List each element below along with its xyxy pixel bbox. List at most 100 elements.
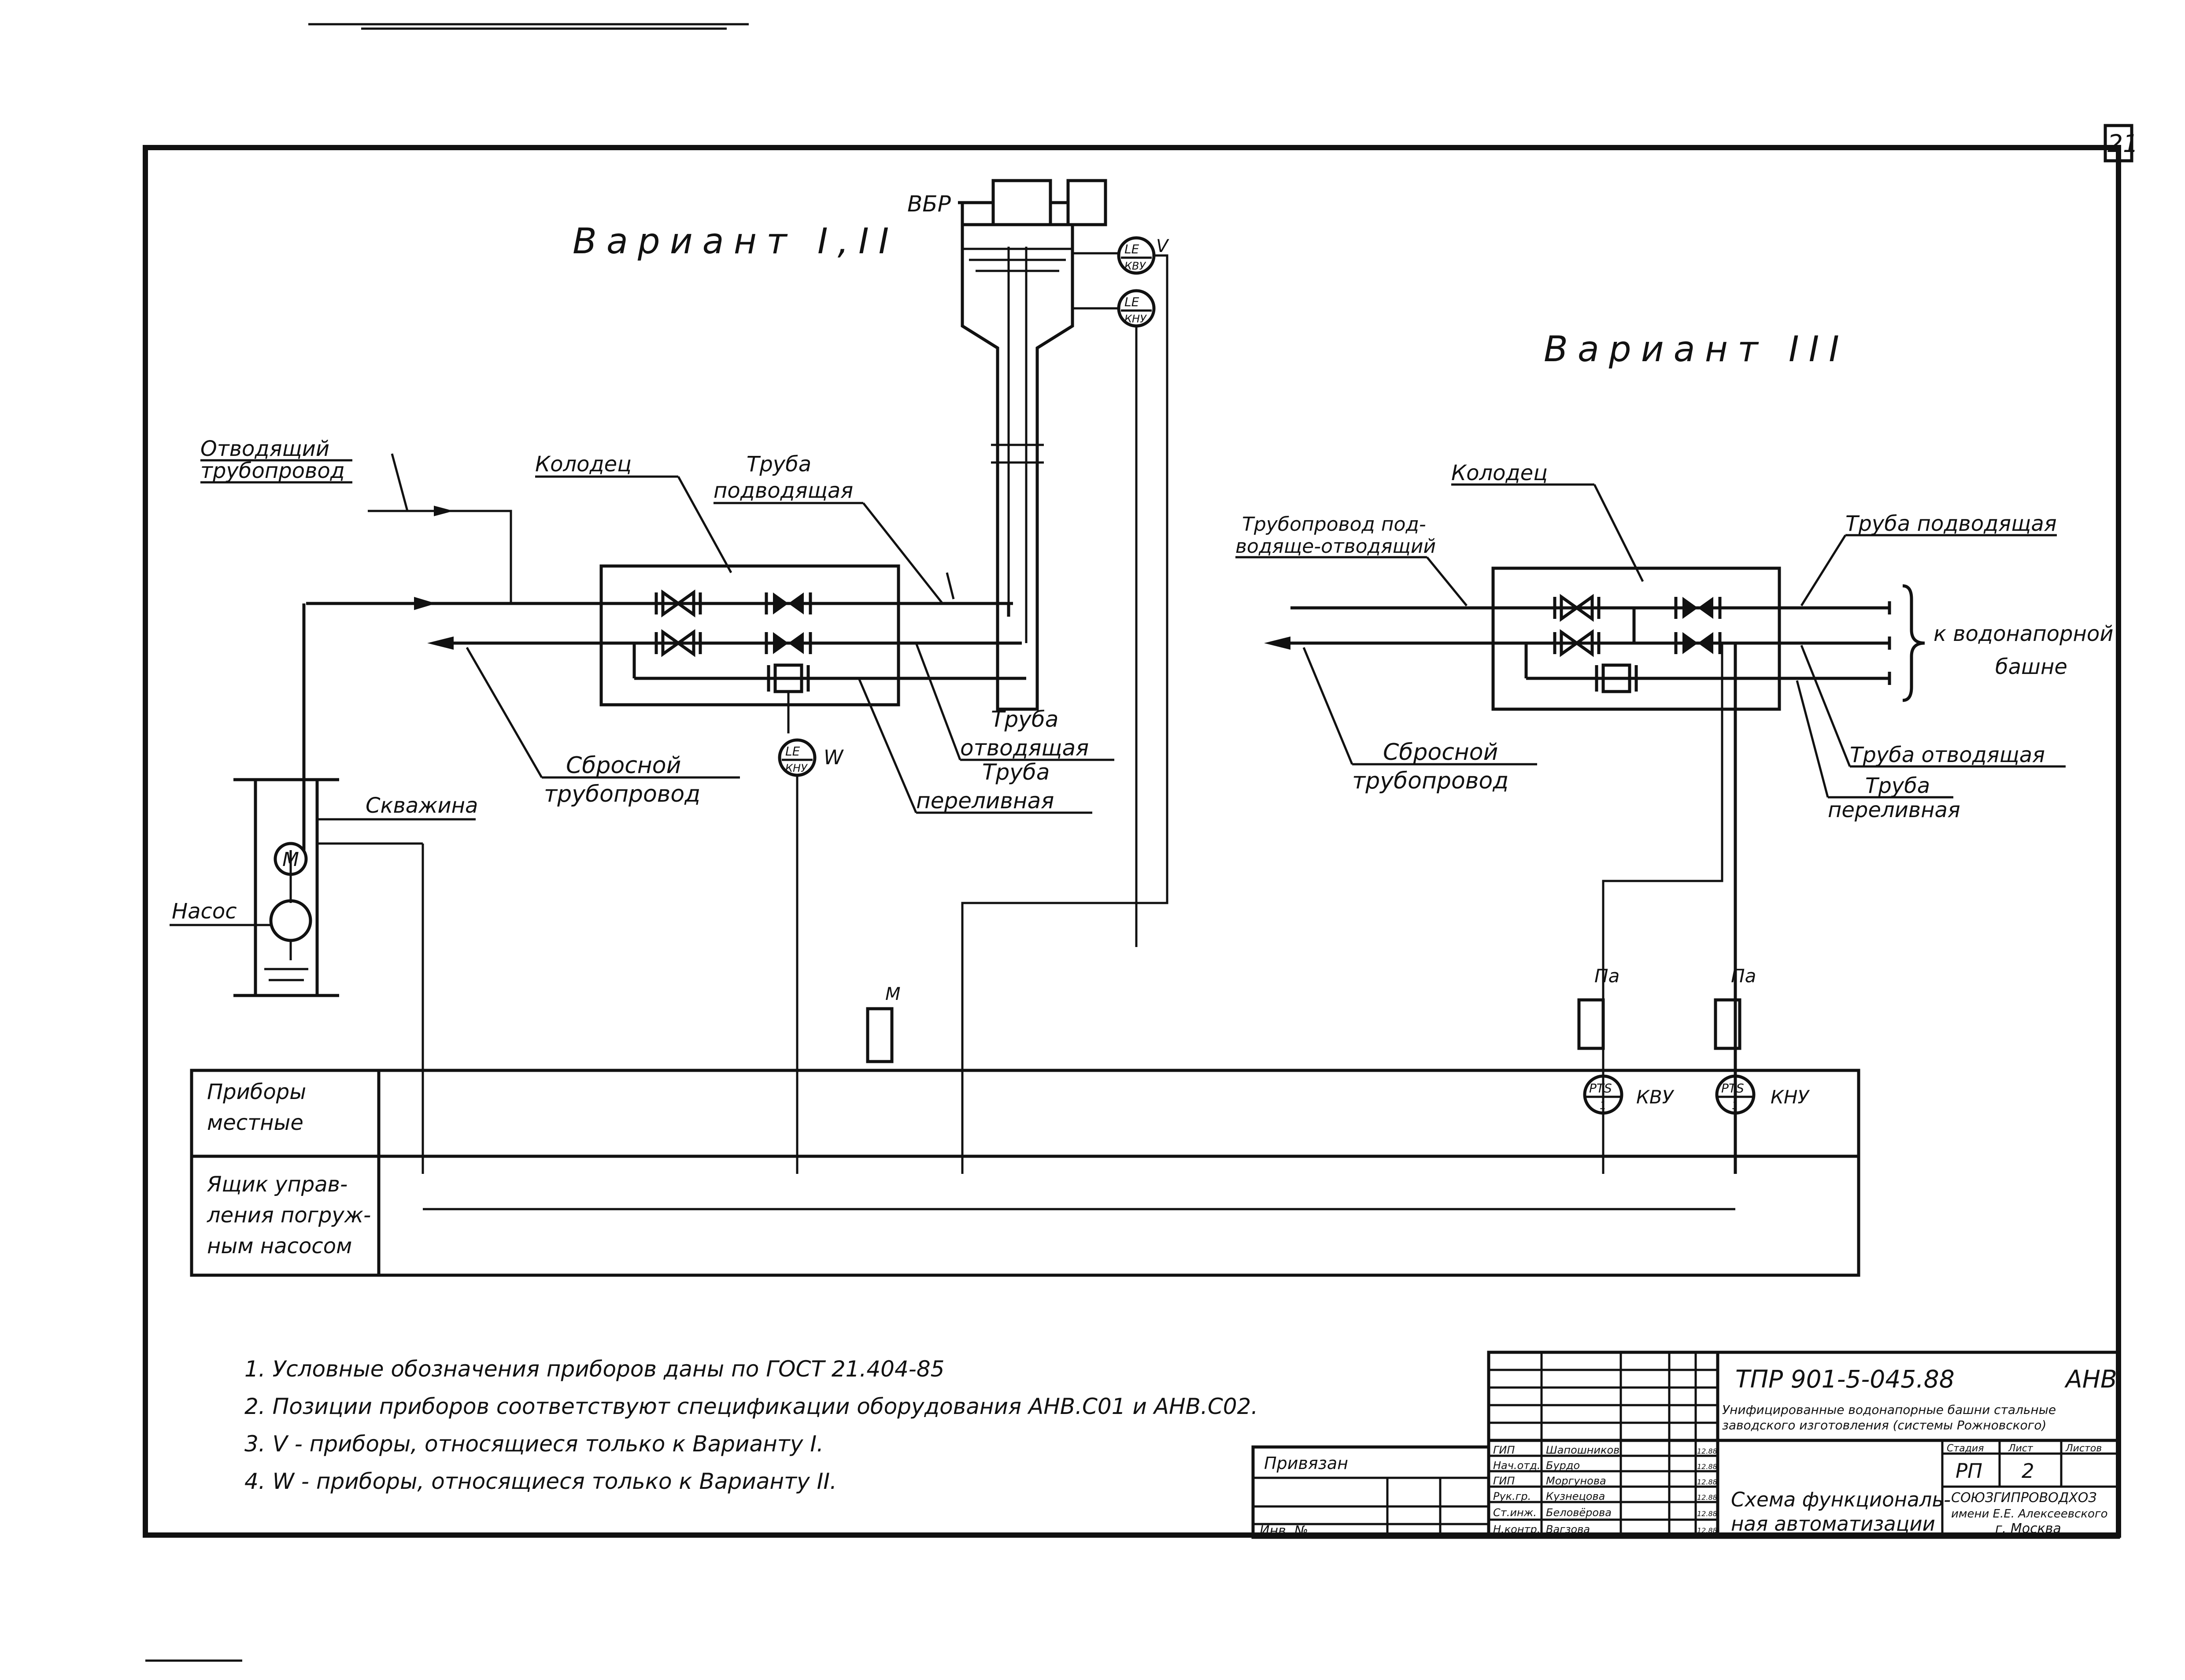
note-1: 1. Условные обозначения приборов даны по… bbox=[244, 1356, 944, 1382]
project-number: ТПР 901-5-045.88 bbox=[1735, 1365, 1955, 1393]
title-block bbox=[1251, 1351, 2120, 1539]
supply-outlet-pipeline-label-2: водяще-отводящий bbox=[1235, 535, 1436, 558]
note-4: 4. W - приборы, относящиеся только к Вар… bbox=[244, 1469, 837, 1494]
name-6: Вагзова bbox=[1546, 1523, 1590, 1536]
role-4: Рук.гр. bbox=[1493, 1490, 1531, 1502]
discharge-pipeline-2-label-1: Сбросной bbox=[1383, 739, 1498, 766]
table-row2-label-3: ным насосом bbox=[207, 1234, 352, 1258]
borehole-label: Скважина bbox=[366, 793, 478, 818]
signal-pa-2-label: Па bbox=[1731, 965, 1756, 987]
organization-3: г. Москва bbox=[1995, 1521, 2061, 1536]
sheets-header: Листов bbox=[2065, 1443, 2102, 1454]
level-sensor-kvu-code: LE bbox=[1124, 242, 1139, 256]
water-tower-tank bbox=[961, 223, 1074, 711]
signal-pa-1-label: Па bbox=[1594, 965, 1619, 987]
signal-m-label: M bbox=[885, 984, 901, 1004]
table-row2-label-1: Ящик управ- bbox=[207, 1172, 348, 1197]
pressure-switch-kvu-index: 1 bbox=[1600, 1099, 1606, 1112]
valves-chamber-2 bbox=[1553, 594, 1722, 657]
overflow-pipe-2-label-1: Труба bbox=[1865, 773, 1930, 798]
name-4: Кузнецова bbox=[1546, 1490, 1605, 1502]
privyazan-label: Привязан bbox=[1264, 1454, 1348, 1473]
date-1: 12.88 bbox=[1697, 1447, 1717, 1455]
supply-outlet-pipeline-label-1: Трубопровод под- bbox=[1242, 513, 1426, 536]
motor-symbol bbox=[274, 842, 308, 876]
well-chamber-1 bbox=[599, 564, 900, 707]
level-sensor-knu-code: LE bbox=[1124, 295, 1139, 309]
supply-pipe-1-label-1: Труба bbox=[747, 452, 811, 477]
flow-meter-2 bbox=[1601, 663, 1631, 693]
supply-pipe-1-label-2: подводящая bbox=[714, 478, 853, 503]
vbr-device-2 bbox=[1066, 179, 1107, 226]
variant-1-2-title: Вариант I,II bbox=[573, 221, 898, 262]
organization-2: имени Е.Е. Алексеевского bbox=[1951, 1507, 2108, 1521]
level-sensor-knu-tag: КНУ bbox=[1124, 313, 1147, 325]
outlet-pipeline-label-1: Отводящий bbox=[200, 437, 329, 461]
mark-w: W bbox=[824, 746, 844, 769]
signal-m-box bbox=[866, 1007, 894, 1063]
signal-pa-1-box bbox=[1577, 998, 1605, 1050]
name-5: Беловёрова bbox=[1546, 1506, 1612, 1519]
date-6: 12.88 bbox=[1697, 1526, 1717, 1535]
variant-3-title: Вариант III bbox=[1544, 329, 1849, 370]
pressure-switch-knu bbox=[1715, 1074, 1756, 1115]
date-2: 12.88 bbox=[1697, 1462, 1717, 1471]
valves-chamber-1 bbox=[654, 589, 812, 657]
signal-pa-2-box bbox=[1714, 998, 1741, 1050]
pressure-switch-knu-code: PTS bbox=[1721, 1081, 1744, 1095]
level-sensor-w-code: LE bbox=[785, 744, 800, 759]
project-description-2: заводского изготовления (системы Рожновс… bbox=[1722, 1418, 2046, 1432]
outlet-pipe-2-label: Труба отводящая bbox=[1850, 743, 2045, 767]
role-2: Нач.отд. bbox=[1493, 1459, 1540, 1472]
project-description-1: Унифицированные водонапорные башни сталь… bbox=[1722, 1402, 2056, 1417]
vbr-label: ВБР bbox=[907, 191, 951, 217]
name-2: Бурдо bbox=[1546, 1459, 1580, 1472]
discharge-pipeline-1-label-1: Сбросной bbox=[566, 752, 681, 779]
discharge-pipeline-2-label-2: трубопровод bbox=[1352, 768, 1508, 794]
date-4: 12.88 bbox=[1697, 1493, 1717, 1502]
sheet-number: 21 bbox=[2107, 130, 2138, 158]
outlet-pipe-1-label-1: Труба bbox=[991, 707, 1058, 732]
table-row1-label-2: местные bbox=[207, 1110, 303, 1135]
role-3: ГИП bbox=[1493, 1475, 1515, 1487]
pressure-switch-knu-index: 1 bbox=[1732, 1099, 1738, 1112]
overflow-pipe-2-label-2: переливная bbox=[1828, 798, 1960, 822]
note-2: 2. Позиции приборов соответствуют специф… bbox=[244, 1394, 1258, 1419]
name-3: Моргунова bbox=[1546, 1475, 1606, 1487]
borehole bbox=[233, 778, 339, 997]
well-chamber-2-label: Колодец bbox=[1451, 461, 1548, 485]
name-1: Шапошников bbox=[1546, 1444, 1619, 1456]
to-tower-label-1: к водонапорной bbox=[1934, 622, 2113, 646]
outlet-pipeline-label-2: трубопровод bbox=[200, 459, 345, 483]
drawing-title-1: Схема функциональ- bbox=[1731, 1488, 1951, 1511]
discharge-pipeline-1-label-2: трубопровод bbox=[544, 781, 700, 807]
inventory-number-label: Инв. № bbox=[1260, 1523, 1308, 1539]
level-sensor-w-tag: КНУ bbox=[785, 762, 808, 774]
sheet-header: Лист bbox=[2008, 1443, 2033, 1454]
pressure-switch-kvu bbox=[1583, 1074, 1623, 1115]
role-5: Ст.инж. bbox=[1493, 1506, 1537, 1519]
overflow-pipe-1-label-1: Труба bbox=[982, 759, 1050, 785]
instrument-table bbox=[190, 1069, 1860, 1277]
table-row1-label-1: Приборы bbox=[207, 1080, 306, 1104]
pump-label: Насос bbox=[172, 899, 237, 924]
mark-v: V bbox=[1156, 236, 1169, 256]
drawing-title-2: ная автоматизации bbox=[1731, 1512, 1935, 1536]
stage-value: РП bbox=[1956, 1459, 1982, 1483]
date-5: 12.88 bbox=[1697, 1510, 1717, 1518]
knu-label: КНУ bbox=[1771, 1086, 1810, 1108]
outlet-pipe-1-label-2: отводящая bbox=[960, 735, 1089, 761]
project-code: АНВ bbox=[2064, 1365, 2117, 1393]
drawing-frame bbox=[143, 145, 2121, 1538]
sheet-value: 2 bbox=[2022, 1459, 2034, 1483]
stage-header: Стадия bbox=[1947, 1443, 1984, 1454]
to-tower-label-2: башне bbox=[1995, 655, 2067, 679]
organization-1: СОЮЗГИПРОВОДХОЗ bbox=[1951, 1490, 2097, 1506]
kvu-label: КВУ bbox=[1636, 1086, 1675, 1108]
table-row2-label-2: ления погруж- bbox=[207, 1203, 371, 1228]
supply-pipe-2-label: Труба подводящая bbox=[1845, 511, 2057, 536]
sheet-number-box bbox=[2104, 124, 2133, 163]
motor-label: M bbox=[282, 848, 299, 871]
overflow-pipe-1-label-2: переливная bbox=[916, 788, 1054, 814]
